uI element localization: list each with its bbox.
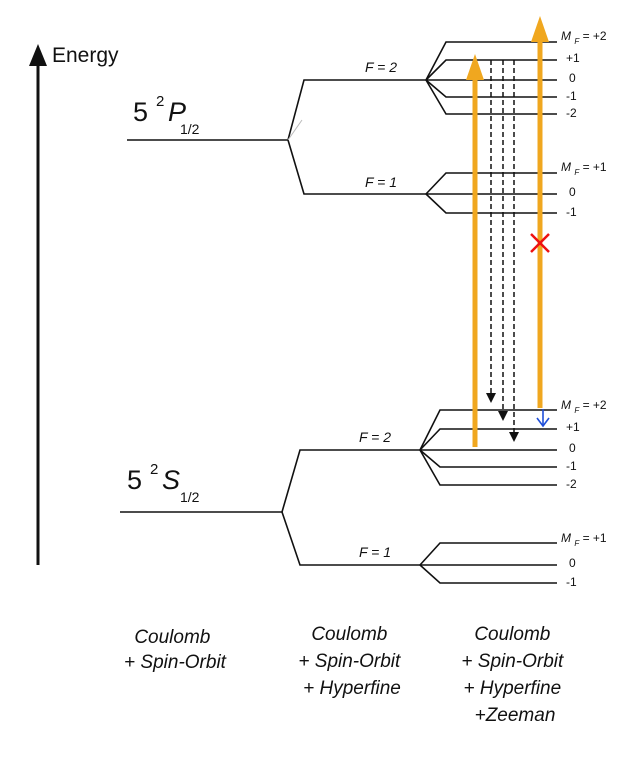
excited-f1-label: F = 1 xyxy=(365,174,397,190)
sublevel-line xyxy=(425,172,557,195)
sublevel-line xyxy=(419,449,557,468)
axis-arrow-icon xyxy=(29,44,47,66)
sublevel-line xyxy=(419,449,557,486)
sublevel-line xyxy=(419,542,557,566)
excited-f2-label: F = 2 xyxy=(365,59,397,75)
excited-f2-mf-top-label: M F = +2 xyxy=(561,29,607,47)
ground-f1-branch xyxy=(281,511,420,566)
mf-label: 0 xyxy=(569,71,576,85)
energy-axis: Energy xyxy=(29,44,119,565)
pump-arrowhead-icon xyxy=(466,54,484,80)
column-captions: Coulomb + Spin-Orbit Coulomb + Spin-Orbi… xyxy=(124,624,568,726)
excited-f1-mf-top-label: M F = +1 xyxy=(561,160,607,178)
mf-label: +1 xyxy=(566,51,580,65)
mf-label: 0 xyxy=(569,441,576,455)
mf-label: -1 xyxy=(566,459,577,473)
pump-arrowhead-icon xyxy=(531,16,549,42)
energy-axis-label: Energy xyxy=(52,44,119,67)
mf-label: +1 xyxy=(566,420,580,434)
ground-f2-label: F = 2 xyxy=(359,429,391,445)
mf-label: -1 xyxy=(566,89,577,103)
transitions xyxy=(466,16,550,447)
sublevel-line xyxy=(419,564,557,584)
sublevel-line xyxy=(419,428,557,451)
ground-f2-sublevels xyxy=(419,409,557,486)
ground-state-group: 5 2 S 1/2 F = 2 F = 1 M F = +2 +1 0 -1 -… xyxy=(120,398,607,589)
ground-f2-branch xyxy=(281,449,420,513)
mf-label: 0 xyxy=(569,556,576,570)
excited-state-label: 5 2 P 1/2 xyxy=(133,82,200,137)
excited-f2-branch xyxy=(287,79,426,141)
excited-guide-line xyxy=(287,119,303,141)
excited-f2-sublevels xyxy=(425,41,557,115)
caption-coulomb-spin-orbit: Coulomb + Spin-Orbit xyxy=(124,627,227,673)
sublevel-line xyxy=(425,193,557,214)
ground-state-label: 5 2 S 1/2 xyxy=(127,450,200,505)
sublevel-line xyxy=(425,79,557,115)
excited-state-group: 5 2 P 1/2 F = 2 F = 1 M F = +2 +1 0 -1 -… xyxy=(127,29,607,219)
ground-f1-label: F = 1 xyxy=(359,544,391,560)
sublevel-line xyxy=(425,59,557,81)
ground-f2-mf-top-label: M F = +2 xyxy=(561,398,607,416)
caption-zeeman: Coulomb + Spin-Orbit + Hyperfine +Zeeman xyxy=(461,624,568,726)
caption-hyperfine: Coulomb + Spin-Orbit + Hyperfine xyxy=(298,624,405,699)
forbidden-cross-icon xyxy=(530,233,550,253)
sublevel-line xyxy=(419,409,557,451)
mf-label: -2 xyxy=(566,477,577,491)
excited-f1-branch xyxy=(287,139,426,195)
ground-f1-mf-top-label: M F = +1 xyxy=(561,531,607,549)
sublevel-line xyxy=(425,41,557,81)
relaxation-arrowhead-icon xyxy=(536,417,550,428)
mf-label: 0 xyxy=(569,185,576,199)
excited-f1-sublevels xyxy=(425,172,557,214)
mf-label: -1 xyxy=(566,205,577,219)
mf-label: -1 xyxy=(566,575,577,589)
sublevel-line xyxy=(425,79,557,98)
ground-f1-sublevels xyxy=(419,542,557,584)
mf-label: -2 xyxy=(566,106,577,120)
